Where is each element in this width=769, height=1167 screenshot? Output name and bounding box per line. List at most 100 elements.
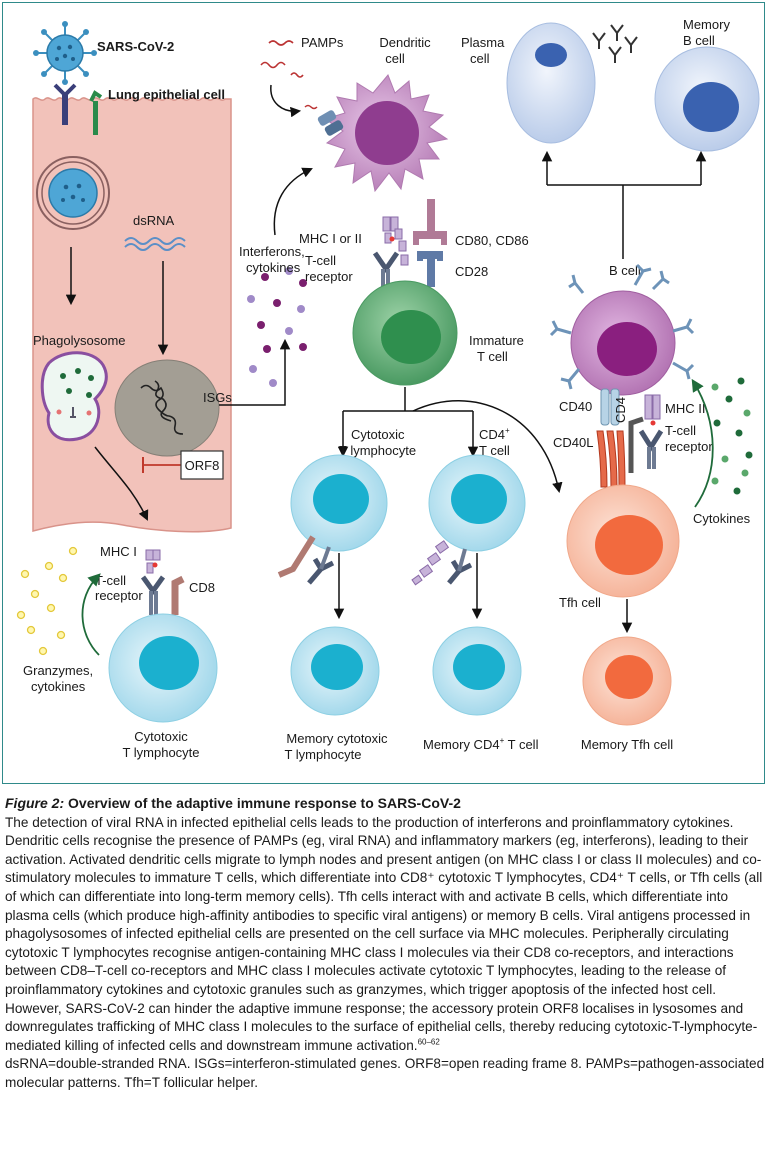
caption-body-text: The detection of viral RNA in infected e… [5, 814, 763, 1053]
ace2-receptor-icon [53, 83, 77, 125]
lung-cell-label: Lung epithelial cell [108, 87, 225, 102]
ctl-nucleus-bottom [139, 636, 199, 690]
memory-ctl-label-2: T lymphocyte [284, 747, 361, 762]
cd40-label: CD40 [559, 399, 592, 414]
tcr-tfh-icon [638, 429, 664, 469]
caption-title-text: Overview of the adaptive immune response… [64, 795, 461, 811]
cd4-tfh-icon [628, 416, 644, 473]
virus-label: SARS-CoV-2 [97, 39, 174, 54]
sars-cov-2-virus-icon [33, 21, 97, 85]
figure-panel: SARS-CoV-2 Lung epithelial cell dsRNA Ph… [2, 2, 765, 784]
tmprss2-receptor-icon [89, 90, 103, 135]
arrow-pamps-to-dc [270, 84, 302, 118]
granzymes-label-2: cytokines [31, 679, 86, 694]
cd8-middle-icon [277, 535, 316, 578]
tlr-receptor-icon [304, 104, 344, 136]
memory-cd4-nucleus [453, 644, 505, 690]
caption-body: The detection of viral RNA in infected e… [5, 814, 765, 1056]
tcr-2-label-b: receptor [665, 439, 713, 454]
cd4-branch-label-1: CD4+ [479, 426, 510, 442]
cd4-branch-label-2: T cell [479, 443, 510, 458]
endosome-icon [36, 156, 110, 230]
mhc-i-icon [145, 549, 161, 574]
immature-label-2: T cell [477, 349, 508, 364]
ctl-branch-label-2: T lymphocyte [339, 443, 416, 458]
tcr-middle-icon [307, 546, 335, 585]
b-cell-label: B cell [609, 263, 641, 278]
ctl-bottom-label-1: Cytotoxic [134, 729, 188, 744]
cd28-label: CD28 [455, 264, 488, 279]
cd80-cd86-icon [413, 199, 447, 245]
cd4-label: CD4 [613, 397, 628, 423]
arrow-to-tfh [412, 400, 563, 494]
cd40l-label: CD40L [553, 435, 593, 450]
tcr-1-label-b: receptor [305, 269, 353, 284]
ctl-bottom-label-2: T lymphocyte [122, 745, 199, 760]
immature-t-cell-nucleus [381, 310, 441, 364]
cd80-cd86-label: CD80, CD86 [455, 233, 529, 248]
interferons-label-1: Interferons, [239, 244, 305, 259]
tfh-nucleus [595, 515, 663, 575]
phagolysosome-label: Phagolysosome [33, 333, 126, 348]
arrow-phagolysosome-to-mhc-i [94, 446, 149, 521]
arrow-isgs-to-interferons [219, 338, 291, 406]
cd28-icon [417, 251, 443, 287]
granzymes-label-1: Granzymes, [23, 663, 93, 678]
pamps-icon [260, 40, 304, 78]
orf8-label: ORF8 [185, 458, 220, 473]
immature-label-1: Immature [469, 333, 524, 348]
dendritic-label-1: Dendritic [379, 35, 431, 50]
cd4-middle-icon [411, 540, 450, 586]
mhc-i-or-ii-label: MHC I or II [299, 231, 362, 246]
plasma-cell [506, 22, 596, 144]
granzyme-arrow [81, 573, 101, 656]
cd8-label: CD8 [189, 580, 215, 595]
ctl-branch-label-1: Cytotoxic [351, 427, 405, 442]
plasma-nucleus [535, 43, 567, 67]
tcr-dc-icon [372, 251, 400, 289]
granzyme-dots-icon [16, 546, 78, 656]
cytokine-arrow [691, 378, 714, 508]
tfh-cell-label: Tfh cell [559, 595, 601, 610]
cytokine-dots-icon [711, 377, 753, 495]
dendritic-cell [323, 74, 449, 193]
memory-cd4-label: Memory CD4+ T cell [423, 736, 539, 752]
memory-b-nucleus [683, 82, 739, 132]
memory-ctl-nucleus [311, 644, 363, 690]
figure-caption: Figure 2: Overview of the adaptive immun… [5, 794, 765, 1093]
figure-number: Figure 2: [5, 795, 65, 811]
mhc-i-or-ii-icon [382, 216, 409, 266]
memory-b-label-1: Memory [683, 17, 730, 32]
ctl-nucleus-middle [313, 474, 369, 524]
tcr-cd4-middle-icon [447, 548, 473, 585]
tcr-3-label-a: T-cell [95, 573, 126, 588]
memory-ctl-label-1: Memory cytotoxic [286, 731, 388, 746]
nucleus-icon [114, 359, 220, 457]
plasma-label-1: Plasma [461, 35, 505, 50]
cd40-icon [600, 388, 620, 426]
immune-response-diagram: SARS-CoV-2 Lung epithelial cell dsRNA Ph… [16, 17, 760, 762]
dsrna-icon [124, 237, 186, 251]
memory-tfh-label: Memory Tfh cell [581, 737, 673, 752]
plasma-label-2: cell [470, 51, 490, 66]
bcr-icon [549, 263, 695, 390]
dendritic-label-2: cell [385, 51, 405, 66]
interferons-label-2: cytokines [246, 260, 301, 275]
cd8-icon [171, 575, 185, 615]
b-cell-nucleus [597, 322, 657, 376]
orf8-box [180, 450, 224, 480]
antibody-icon [592, 24, 638, 63]
phagolysosome-icon [40, 351, 108, 442]
tcr-2-label-a: T-cell [665, 423, 696, 438]
tcr-1-label-a: T-cell [305, 253, 336, 268]
memory-b-label-2: B cell [683, 33, 715, 48]
interferon-dots-icon [247, 267, 307, 387]
caption-abbreviations: dsRNA=double-stranded RNA. ISGs=interfer… [5, 1056, 765, 1090]
isgs-label: ISGs [203, 390, 232, 405]
cytokines-label: Cytokines [693, 511, 751, 526]
caption-title: Figure 2: Overview of the adaptive immun… [5, 794, 765, 813]
cd4-nucleus-middle [451, 474, 507, 524]
caption-references: 60–62 [417, 1037, 440, 1047]
tcr-3-label-b: receptor [95, 588, 143, 603]
cd40l-icon [596, 430, 626, 488]
